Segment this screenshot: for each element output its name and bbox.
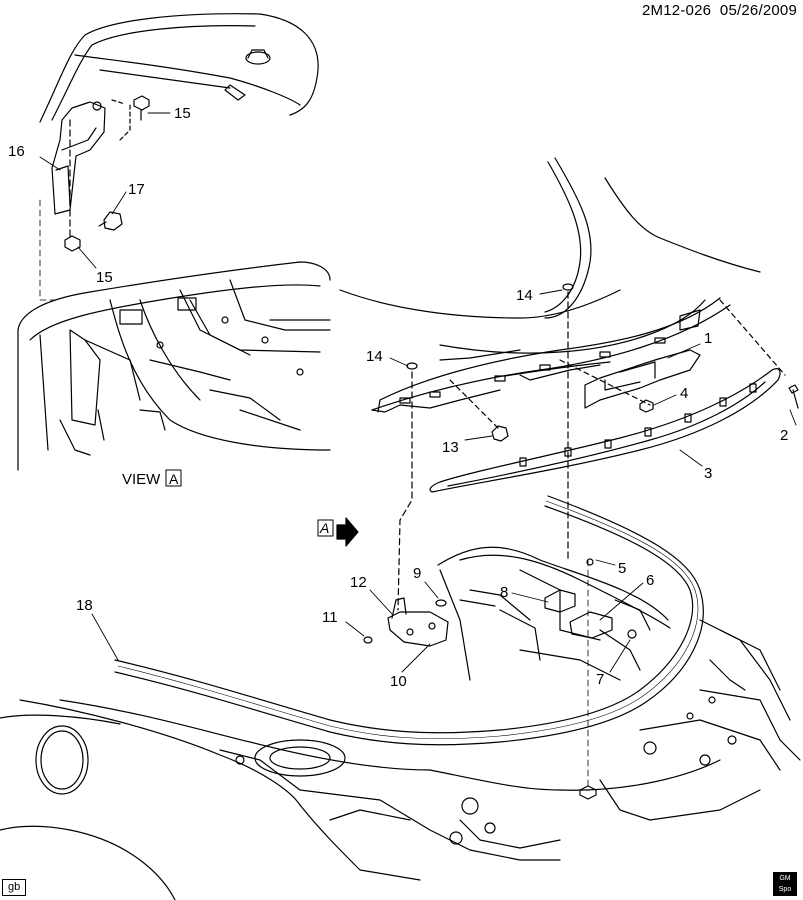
view-label: VIEW [122,471,161,488]
diagram-date: 05/26/2009 [719,2,797,19]
diagram-code: 2M12-026 [642,2,712,19]
callout-10: 10 [390,673,407,690]
arrow-view-letter: A [319,520,329,536]
view-letter: A [169,471,179,487]
callout-1: 1 [704,330,712,347]
callout-14: 14 [366,348,383,365]
main-view [0,157,801,900]
callout-3: 3 [704,465,712,482]
gm-spo-logo: GM Spo [773,872,797,896]
callout-12: 12 [350,574,367,591]
diagram-header: 2M12-026 05/26/2009 [642,2,797,19]
logo-text-top: GM [779,875,791,882]
callout-5: 5 [618,560,626,577]
callout-7: 7 [596,671,604,688]
callout-6: 6 [646,572,654,589]
callout-8: 8 [500,584,508,601]
callout-13: 13 [442,439,459,456]
callout-18: 18 [76,597,93,614]
callout-4: 4 [680,385,688,402]
callout-14: 14 [516,287,533,304]
callout-17: 17 [128,181,145,198]
detail-view-a [17,13,331,471]
leader-lines [39,112,797,673]
footer-tag: gb [2,879,27,896]
logo-text-bottom: Spo [778,886,792,893]
callout-11: 11 [322,609,338,626]
callout-2: 2 [780,427,788,444]
callout-15: 15 [174,105,191,122]
callout-15: 15 [96,269,113,286]
callout-9: 9 [413,565,421,582]
callout-labels: 15 16 17 15 14 14 1 4 2 3 13 5 6 7 8 9 1… [8,105,788,690]
callout-16: 16 [8,143,25,160]
